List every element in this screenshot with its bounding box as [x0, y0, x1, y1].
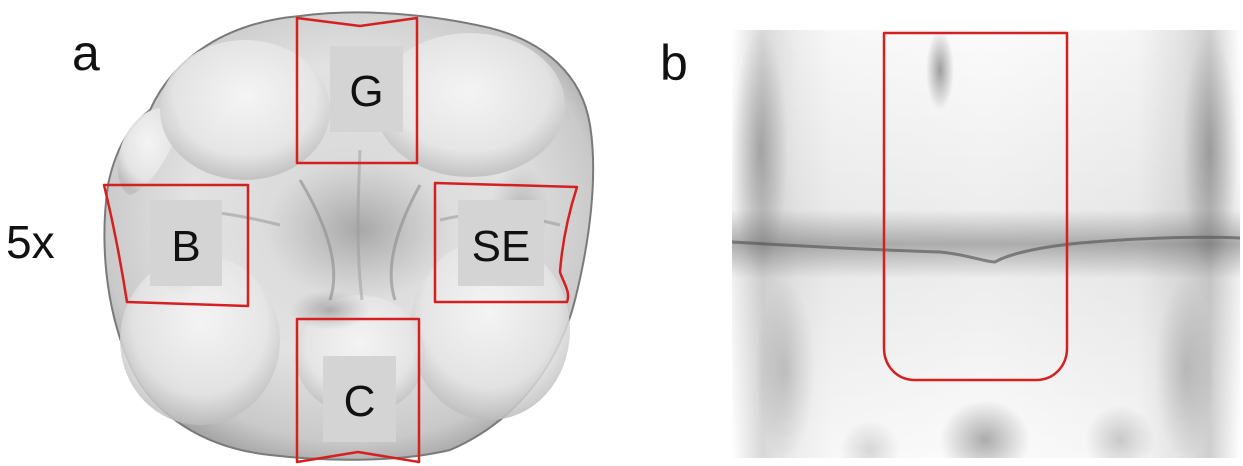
- region-g-label: G: [349, 67, 383, 116]
- magnification-label: 5x: [6, 216, 55, 268]
- region-b-label: B: [171, 222, 200, 271]
- panel-a-letter: a: [72, 25, 100, 81]
- region-c-label: C: [344, 377, 376, 426]
- panel-b: b: [660, 30, 1240, 466]
- tooth-side-image: [732, 30, 1240, 466]
- panel-a: a 5x G: [6, 12, 593, 462]
- panel-b-letter: b: [660, 35, 688, 91]
- region-se-label: SE: [472, 222, 531, 271]
